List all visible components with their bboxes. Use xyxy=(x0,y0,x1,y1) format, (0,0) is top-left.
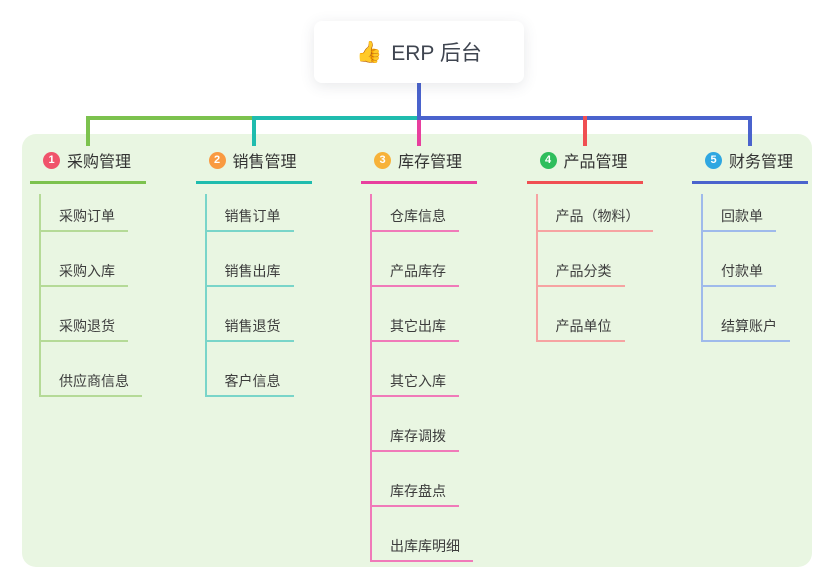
connector-drop-branch-4 xyxy=(582,116,587,146)
root-label: ERP 后台 xyxy=(391,42,482,65)
branch-header-3[interactable]: 3 库存管理 xyxy=(361,148,477,184)
child-node[interactable]: 采购退货 xyxy=(41,304,128,342)
branch-label: 销售管理 xyxy=(232,154,297,171)
branch-number-badge: 1 xyxy=(43,151,60,169)
child-node[interactable]: 其它出库 xyxy=(372,304,459,342)
branch-label: 财务管理 xyxy=(729,154,794,171)
branch-5: 5 财务管理回款单付款单结算账户 xyxy=(692,148,808,342)
child-node[interactable]: 回款单 xyxy=(703,194,776,232)
child-node[interactable]: 销售退货 xyxy=(206,304,294,342)
child-node[interactable]: 结算账户 xyxy=(703,304,790,342)
branch-3: 3 库存管理仓库信息产品库存其它出库其它入库库存调拨库存盘点出库库明细 xyxy=(361,148,477,562)
branch-1: 1 采购管理采购订单采购入库采购退货供应商信息 xyxy=(30,148,146,397)
branch-children: 产品（物料） 产品分类产品单位 xyxy=(535,194,653,342)
branch-children: 销售订单销售出库销售退货客户信息 xyxy=(204,194,294,397)
branch-children: 回款单付款单结算账户 xyxy=(701,194,790,342)
child-node[interactable]: 产品分类 xyxy=(537,249,625,287)
child-node[interactable]: 其它入库 xyxy=(372,359,459,397)
root-connector-line xyxy=(417,83,421,120)
child-node[interactable]: 付款单 xyxy=(703,249,776,287)
branch-label: 采购管理 xyxy=(67,154,132,171)
connector-drop-branch-1 xyxy=(86,116,90,146)
child-node[interactable]: 销售订单 xyxy=(206,194,294,232)
branch-header-1[interactable]: 1 采购管理 xyxy=(30,148,146,184)
child-node[interactable]: 销售出库 xyxy=(206,249,294,287)
child-node[interactable]: 库存盘点 xyxy=(372,469,459,507)
child-node[interactable]: 出库库明细 xyxy=(372,524,473,562)
child-node[interactable]: 采购入库 xyxy=(41,249,128,287)
thumbs-up-icon: 👍 xyxy=(356,40,383,64)
connector-drop-branch-5 xyxy=(748,116,752,146)
branch-header-2[interactable]: 2 销售管理 xyxy=(195,148,312,184)
branch-header-4[interactable]: 4 产品管理 xyxy=(526,148,643,184)
connector-drop-branch-2 xyxy=(251,116,256,146)
child-node[interactable]: 库存调拨 xyxy=(372,414,459,452)
child-node[interactable]: 采购订单 xyxy=(41,194,128,232)
connector-h-branch-1 xyxy=(86,116,252,120)
child-node[interactable]: 产品库存 xyxy=(372,249,459,287)
connector-h-branch-2 xyxy=(251,116,421,120)
branch-number-badge: 5 xyxy=(705,151,722,169)
branches-panel xyxy=(22,134,812,567)
root-node[interactable]: 👍 ERP 后台 xyxy=(314,21,524,83)
connector-drop-branch-3 xyxy=(417,120,421,146)
child-node[interactable]: 产品（物料） xyxy=(537,194,653,232)
branch-label: 产品管理 xyxy=(563,154,628,171)
branch-number-badge: 4 xyxy=(539,151,557,169)
child-node[interactable]: 供应商信息 xyxy=(41,359,142,397)
branch-number-badge: 2 xyxy=(208,151,226,169)
child-node[interactable]: 产品单位 xyxy=(537,304,625,342)
branch-children: 采购订单采购入库采购退货供应商信息 xyxy=(39,194,142,397)
branch-label: 库存管理 xyxy=(398,154,463,171)
branch-number-badge: 3 xyxy=(374,151,391,169)
branch-children: 仓库信息产品库存其它出库其它入库库存调拨库存盘点出库库明细 xyxy=(370,194,473,562)
child-node[interactable]: 仓库信息 xyxy=(372,194,459,232)
child-node[interactable]: 客户信息 xyxy=(206,359,294,397)
branch-header-5[interactable]: 5 财务管理 xyxy=(692,148,808,184)
branch-2: 2 销售管理销售订单销售出库销售退货客户信息 xyxy=(195,148,312,397)
branch-4: 4 产品管理产品（物料） 产品分类产品单位 xyxy=(526,148,653,342)
